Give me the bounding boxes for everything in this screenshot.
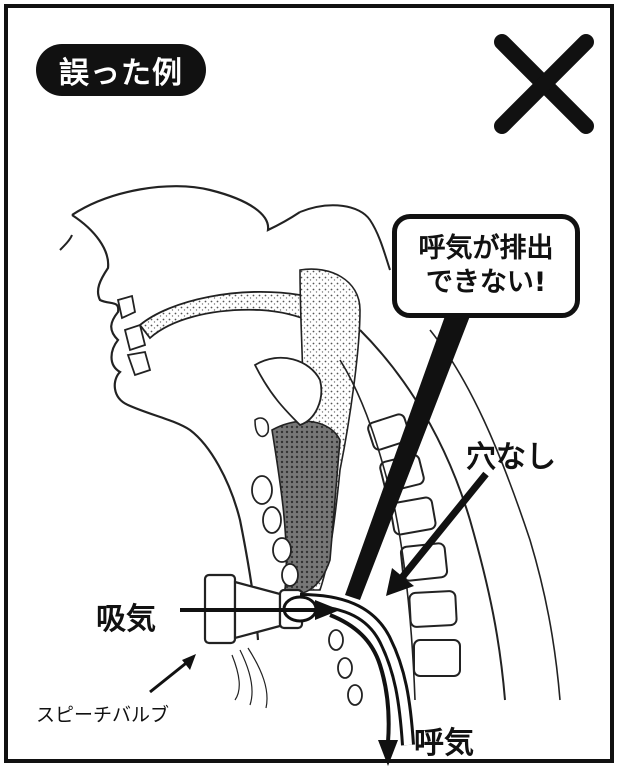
callout-line-1: 呼気が排出 — [418, 233, 554, 265]
badge-text: 誤った例 — [59, 56, 183, 91]
wrong-example-badge: 誤った例 — [36, 44, 206, 96]
exhale-blocked-callout: 呼気が排出 できない! — [392, 214, 580, 318]
exhale-label: 呼気 — [414, 726, 474, 761]
inhale-label: 吸気 — [96, 602, 156, 637]
speech-valve-label: スピーチバルブ — [36, 704, 170, 726]
cross-icon — [494, 34, 594, 134]
face-outline — [71, 185, 301, 641]
no-hole-label: 穴なし — [466, 440, 556, 475]
callout-line-2: できない! — [425, 267, 547, 298]
